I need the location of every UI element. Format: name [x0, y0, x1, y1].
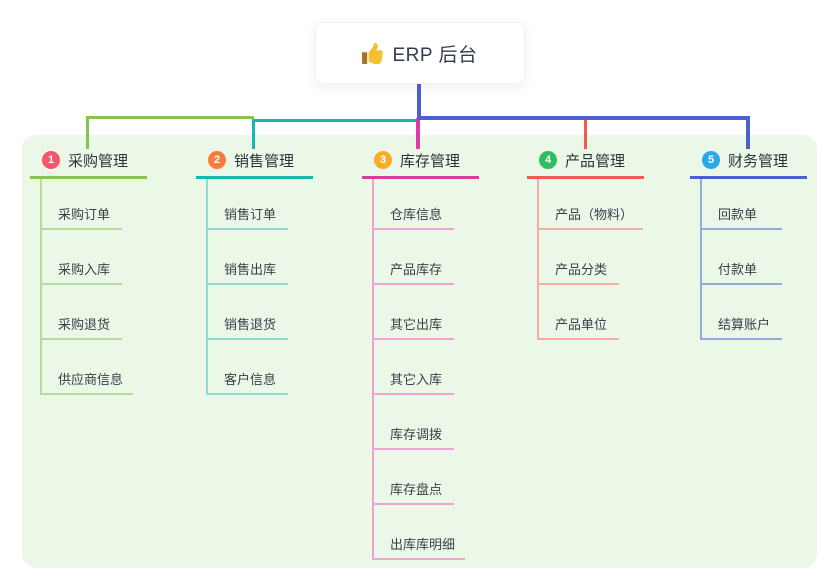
child-node[interactable]: 销售出库	[208, 230, 288, 285]
child-node[interactable]: 客户信息	[208, 340, 288, 395]
branches-panel	[22, 135, 817, 568]
branch-3: 3 库存管理 仓库信息产品库存其它出库其它入库库存调拨库存盘点出库库明细	[362, 148, 522, 560]
root-stem-line	[417, 82, 421, 119]
connector-branch-4-drop	[583, 120, 587, 149]
thumbs-up-icon	[362, 42, 384, 64]
child-node[interactable]: 供应商信息	[42, 340, 134, 395]
branch-header[interactable]: 3 库存管理	[362, 148, 479, 179]
branch-number-badge: 3	[374, 151, 392, 169]
branch-title: 库存管理	[400, 152, 461, 170]
child-node[interactable]: 产品（物料）	[539, 179, 644, 230]
connector-branch-1-drop	[86, 116, 89, 149]
branch-number-badge: 2	[208, 151, 226, 169]
connector-branch-5-drop	[746, 116, 750, 149]
branch-4: 4 产品管理 产品（物料）产品分类产品单位	[527, 148, 687, 340]
child-node[interactable]: 采购入库	[42, 230, 122, 285]
connector-branch-2	[252, 119, 420, 122]
branch-header[interactable]: 4 产品管理	[527, 148, 644, 179]
child-node[interactable]: 出库库明细	[374, 505, 466, 560]
child-node[interactable]: 其它入库	[374, 340, 454, 395]
branch-header[interactable]: 5 财务管理	[690, 148, 807, 179]
child-node[interactable]: 库存调拨	[374, 395, 454, 450]
root-title: ERP 后台	[392, 44, 478, 66]
child-node[interactable]: 付款单	[702, 230, 782, 285]
child-node[interactable]: 仓库信息	[374, 179, 454, 230]
branch-header[interactable]: 2 销售管理	[196, 148, 313, 179]
branch-children: 采购订单采购入库采购退货供应商信息	[40, 179, 190, 395]
connector-branch-2-drop	[252, 119, 255, 149]
branch-number-badge: 4	[539, 151, 557, 169]
child-node[interactable]: 销售订单	[208, 179, 288, 230]
child-node[interactable]: 库存盘点	[374, 450, 454, 505]
branch-children: 回款单付款单结算账户	[700, 179, 839, 340]
branch-children: 产品（物料）产品分类产品单位	[537, 179, 687, 340]
connector-branch-5	[418, 116, 750, 120]
child-node[interactable]: 产品库存	[374, 230, 454, 285]
branch-title: 销售管理	[234, 152, 295, 170]
connector-branch-1	[86, 116, 254, 119]
branch-2: 2 销售管理 销售订单销售出库销售退货客户信息	[196, 148, 356, 395]
branch-1: 1 采购管理 采购订单采购入库采购退货供应商信息	[30, 148, 190, 395]
branch-title: 产品管理	[565, 152, 626, 170]
branch-number-badge: 1	[42, 151, 60, 169]
connector-branch-3-drop	[416, 118, 420, 149]
child-node[interactable]: 结算账户	[702, 285, 782, 340]
child-node[interactable]: 采购订单	[42, 179, 122, 230]
child-node[interactable]: 销售退货	[208, 285, 288, 340]
child-node[interactable]: 产品分类	[539, 230, 619, 285]
child-node[interactable]: 回款单	[702, 179, 782, 230]
branch-children: 仓库信息产品库存其它出库其它入库库存调拨库存盘点出库库明细	[372, 179, 522, 560]
branch-5: 5 财务管理 回款单付款单结算账户	[690, 148, 839, 340]
branch-header[interactable]: 1 采购管理	[30, 148, 147, 179]
child-node[interactable]: 其它出库	[374, 285, 454, 340]
root-node[interactable]: ERP 后台	[315, 22, 525, 84]
branch-title: 财务管理	[728, 152, 789, 170]
child-node[interactable]: 产品单位	[539, 285, 619, 340]
branch-number-badge: 5	[702, 151, 720, 169]
branch-children: 销售订单销售出库销售退货客户信息	[206, 179, 356, 395]
child-node[interactable]: 采购退货	[42, 285, 122, 340]
branch-title: 采购管理	[68, 152, 129, 170]
